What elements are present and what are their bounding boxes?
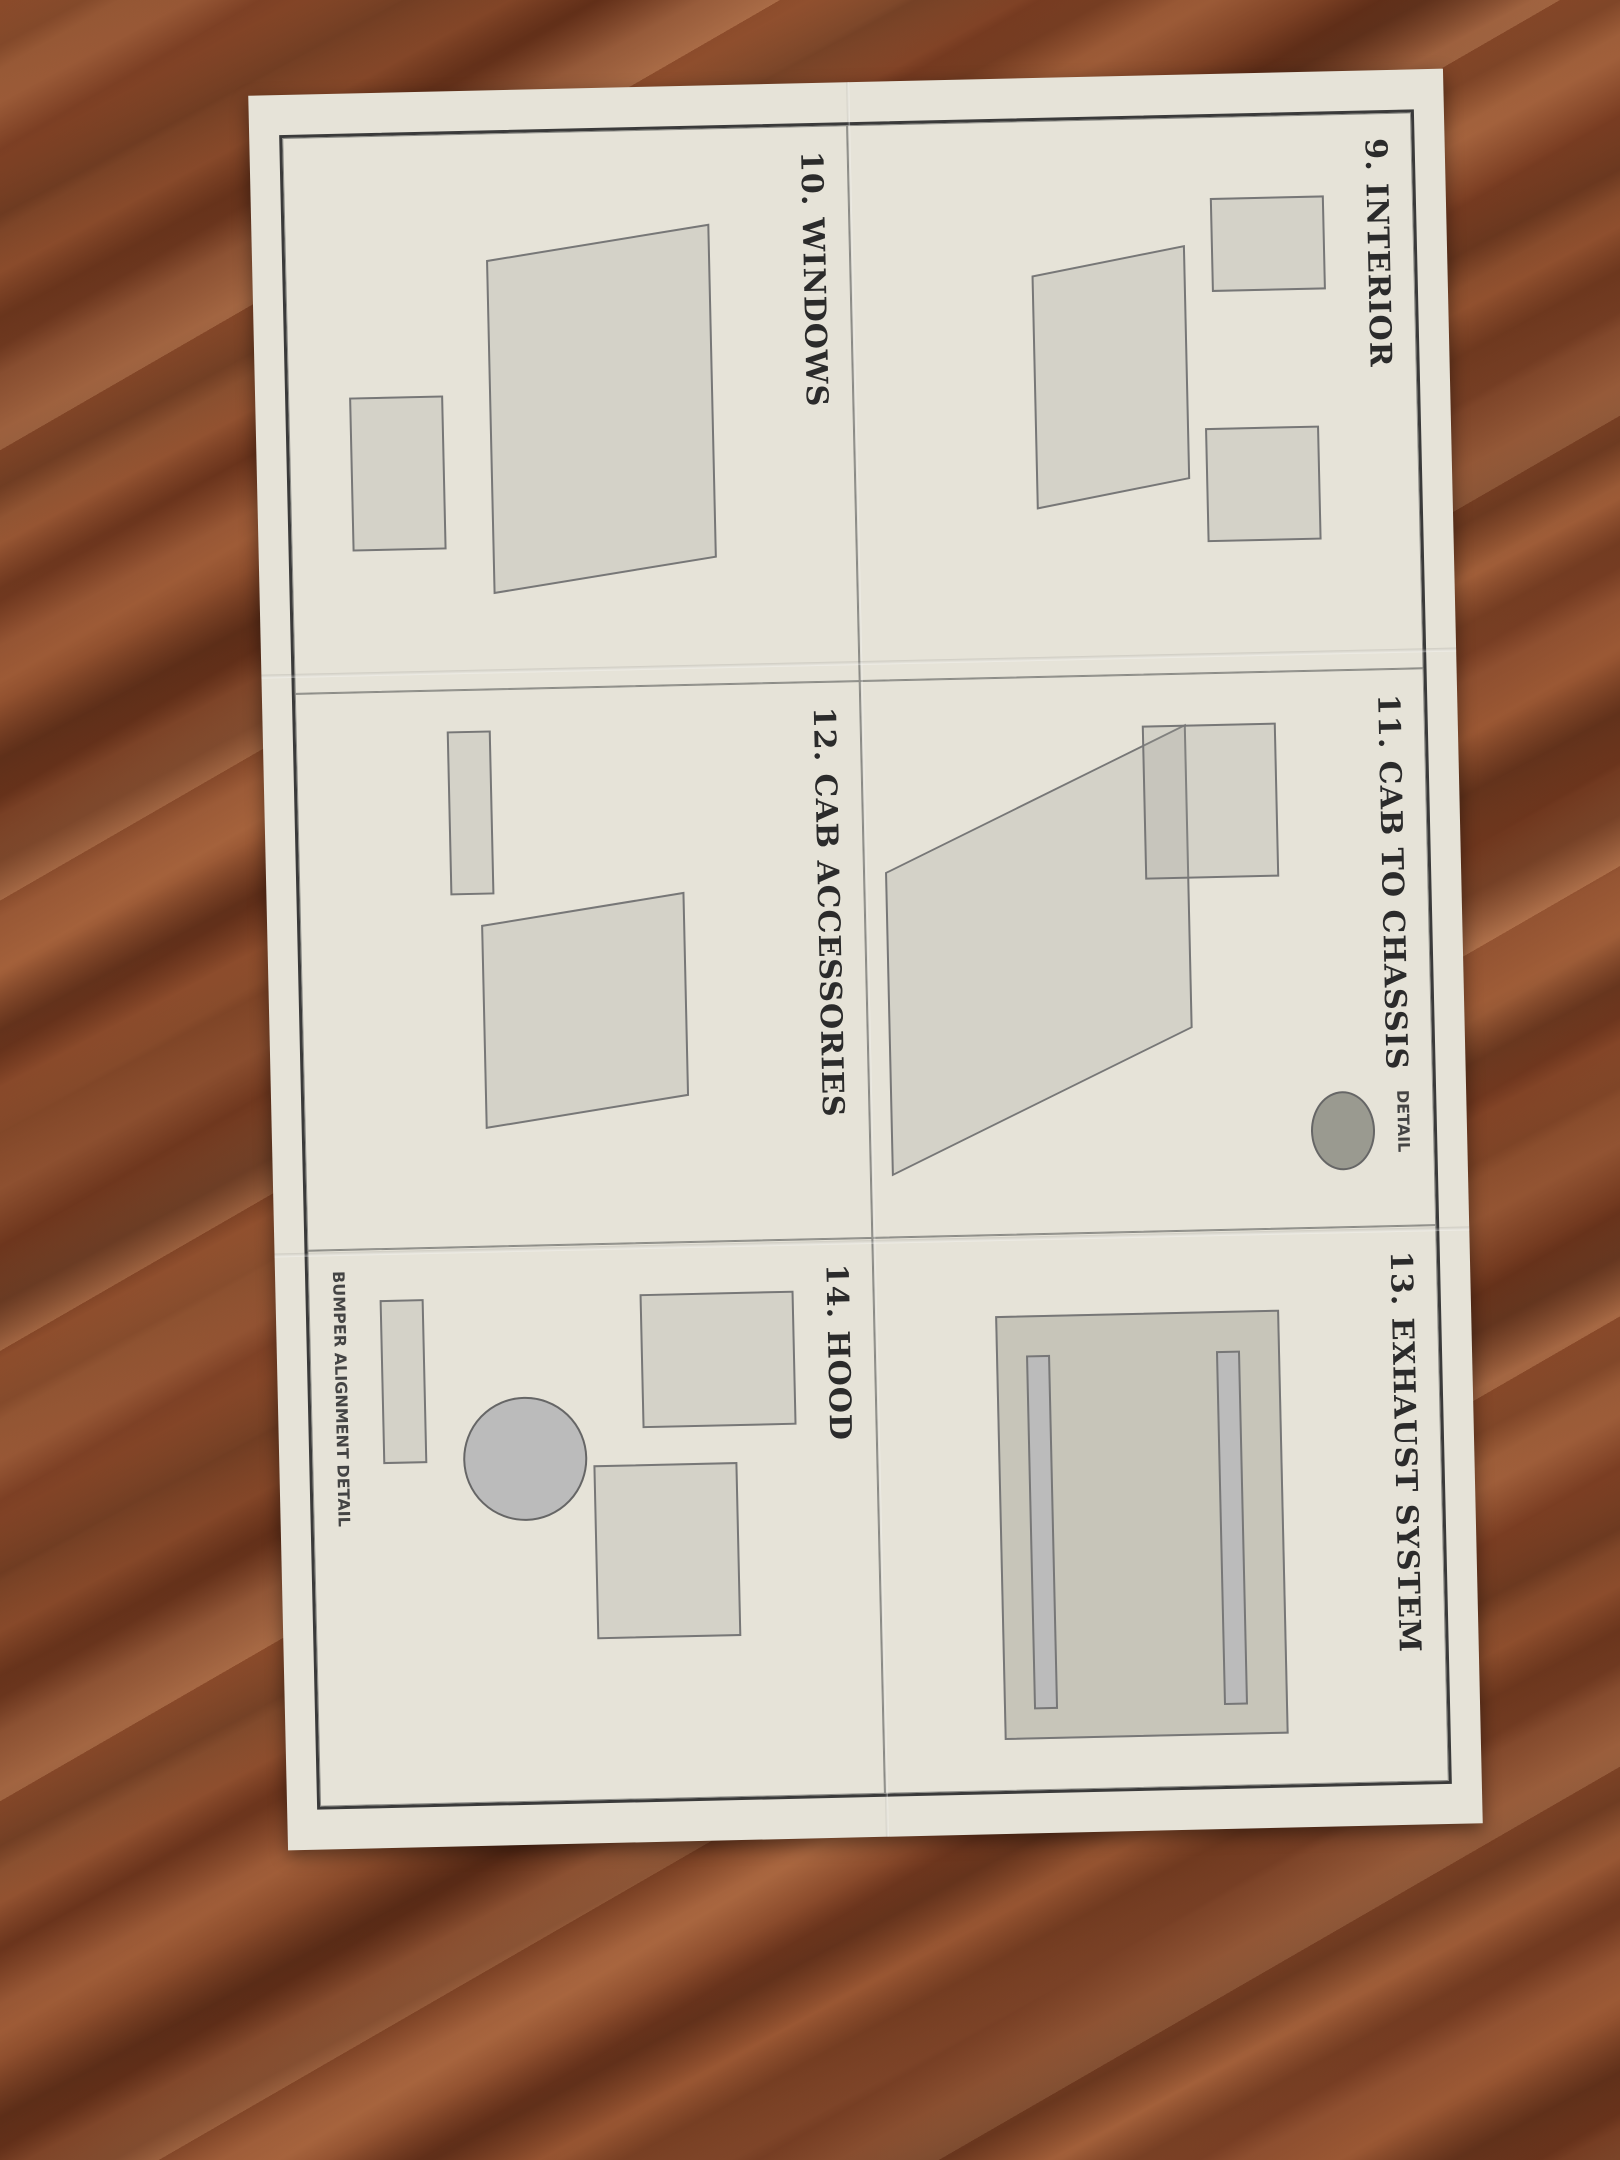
- cab-drawing: [1141, 722, 1279, 880]
- step-title: 12. CAB ACCESSORIES: [805, 706, 851, 1119]
- step-title: 11. CAB TO CHASSIS: [1370, 694, 1414, 1072]
- step-title: 14. HOOD: [818, 1263, 858, 1442]
- step-11-panel: 11. CAB TO CHASSIS DETAIL: [859, 668, 1437, 1238]
- step-12-panel: 12. CAB ACCESSORIES: [294, 681, 872, 1251]
- detail-circle: [1309, 1090, 1376, 1172]
- mirror-drawing: [446, 730, 495, 896]
- tire-drawing: [461, 1395, 589, 1522]
- step-title: 10. WINDOWS: [793, 150, 834, 408]
- interior-drawing: [1031, 245, 1190, 510]
- engine-drawing: [639, 1290, 797, 1428]
- step-9-panel: 9. INTERIOR: [846, 112, 1424, 682]
- cab-window-drawing: [486, 223, 717, 595]
- step-title: 9. INTERIOR: [1357, 137, 1398, 369]
- step-10-panel: 10. WINDOWS: [282, 125, 860, 695]
- bumper-drawing: [379, 1298, 428, 1464]
- instruction-sheet: 10. WINDOWS 9. INTERIOR 12. CAB ACCESSOR…: [248, 68, 1483, 1851]
- bumper-detail-label: BUMPER ALIGNMENT DETAIL: [328, 1270, 354, 1527]
- cab-accessories-drawing: [481, 892, 690, 1130]
- step-14-panel: 14. HOOD BUMPER ALIGNMENT DETAIL: [307, 1237, 885, 1807]
- step-13-panel: 13. EXHAUST SYSTEM: [871, 1224, 1449, 1794]
- window-part-drawing: [349, 395, 447, 552]
- detail-label: DETAIL: [1393, 1089, 1414, 1153]
- hood-drawing: [593, 1461, 742, 1639]
- step-title: 13. EXHAUST SYSTEM: [1382, 1250, 1427, 1654]
- seat-drawing: [1204, 425, 1322, 543]
- seat-drawing: [1209, 195, 1326, 292]
